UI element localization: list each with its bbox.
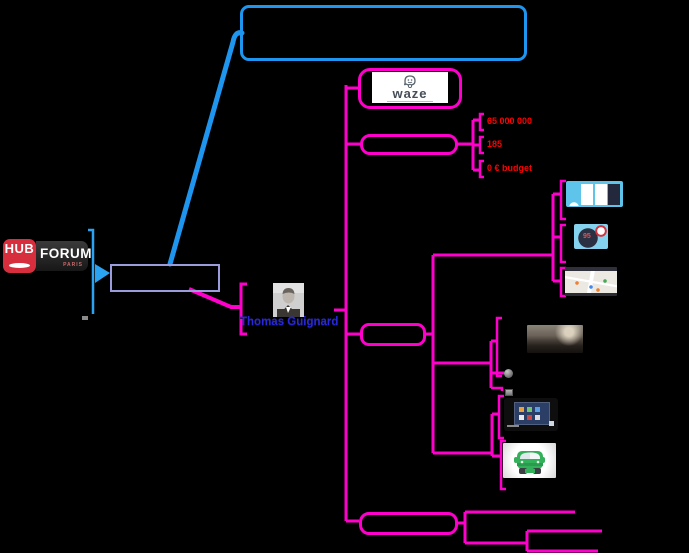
hub-logo-smile-shape (9, 263, 30, 268)
speaker-portrait[interactable] (273, 283, 304, 317)
node-waze[interactable]: waze (358, 68, 462, 109)
arrow-right-icon (95, 264, 110, 283)
hubforum-logo[interactable]: HUB FORUM PARIS (3, 238, 92, 275)
gauge-value-text: 95 (583, 233, 591, 240)
image-green-car[interactable] (503, 443, 556, 478)
speaker-name[interactable]: Thomas Guignard (240, 316, 339, 328)
stat-users[interactable]: 65 000 000 (487, 116, 533, 126)
node-stats-box[interactable] (360, 134, 458, 155)
green-car-icon (514, 451, 545, 474)
hub-logo-paris-text: PARIS (63, 262, 83, 268)
image-waze-speedometer[interactable]: 95 (574, 224, 608, 249)
node-features-box[interactable] (360, 323, 426, 346)
gps-screen-shape (514, 402, 550, 425)
image-waze-app-phones[interactable] (566, 181, 623, 207)
image-car-cockpit[interactable] (527, 325, 583, 353)
waze-logo-card: waze (372, 72, 448, 103)
root-topic-box[interactable] (110, 264, 220, 292)
gps-brand-shape (507, 425, 519, 427)
waze-face-icon (403, 74, 416, 88)
node-bottom-box[interactable] (359, 512, 458, 535)
title-box[interactable] (240, 5, 527, 61)
sphere-link-icon[interactable] (504, 369, 513, 378)
attachment-chip-icon[interactable] (505, 389, 513, 396)
waze-tagline-shape (387, 100, 433, 102)
root-bracket (88, 228, 95, 314)
gps-button-shape (549, 421, 554, 426)
waze-wordmark: waze (392, 85, 428, 101)
image-gps-device[interactable] (504, 398, 558, 431)
stat-countries[interactable]: 185 (487, 139, 503, 149)
collapse-handle-icon[interactable] (82, 316, 88, 320)
stat-budget[interactable]: 0 € budget (487, 163, 533, 173)
hub-logo-red-tile: HUB (3, 239, 36, 273)
image-waze-map[interactable] (565, 267, 617, 296)
hub-logo-dark-tile: FORUM PARIS (36, 241, 92, 271)
hub-logo-hub-text: HUB (4, 241, 35, 256)
hub-logo-forum-text: FORUM (40, 246, 92, 261)
portrait-photo (273, 283, 304, 317)
